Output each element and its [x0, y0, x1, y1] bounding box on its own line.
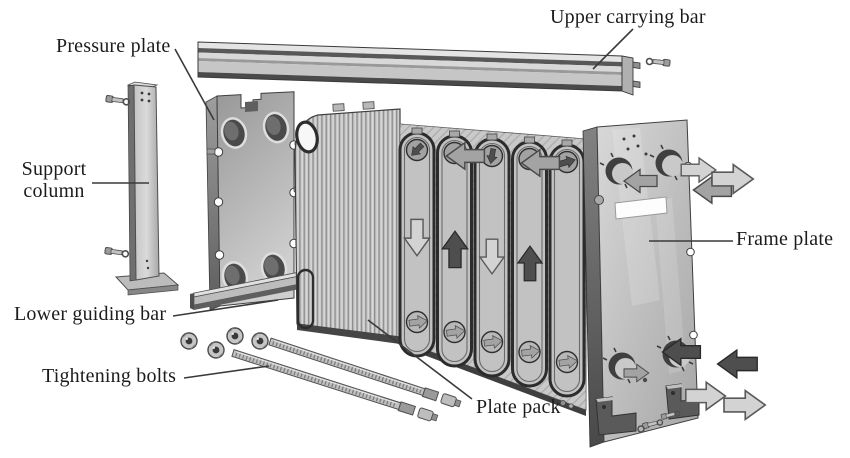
leader-lines [92, 28, 733, 400]
plate-pack-separated-plates [398, 123, 587, 416]
label-plate-pack: Plate pack [476, 396, 561, 418]
plate-pack-leader [367, 319, 473, 400]
tightening-bolt [268, 337, 462, 408]
frame-plate-nameplate [614, 196, 668, 220]
nut [180, 332, 198, 350]
flow-in-arrow [716, 349, 758, 379]
upper-carrying-bar-illustration [197, 41, 672, 96]
plate-pack-illustration [294, 101, 587, 416]
label-pressure-plate: Pressure plate [56, 35, 171, 57]
pressure-plate-leader [174, 48, 215, 121]
carrying-bar-bolt [645, 56, 672, 68]
label-lower-guiding-bar: Lower guiding bar [14, 303, 167, 325]
tightening-bolts-leader [183, 365, 270, 379]
frame-plate-illustration [582, 119, 700, 448]
nut [207, 341, 225, 359]
tightening-bolts-illustration [180, 327, 574, 422]
support-column-bolt-top [104, 94, 131, 107]
label-upper-carrying-bar: Upper carrying bar [550, 6, 706, 28]
label-support-column: Support column [21, 158, 87, 203]
support-column-bolt-bottom [103, 246, 130, 259]
pressure-plate-illustration [205, 91, 305, 311]
label-tightening-bolts: Tightening bolts [42, 365, 177, 387]
tightening-bolt [231, 349, 439, 422]
lower-guiding-bar-leader [172, 299, 279, 317]
nut [226, 327, 244, 345]
support-column-illustration [103, 81, 180, 296]
flow-out-arrow [723, 389, 767, 421]
upper-carrying-bar-leader [592, 28, 634, 70]
frame-plate-pin [594, 195, 604, 205]
label-frame-plate: Frame plate [736, 228, 834, 250]
nut [251, 332, 269, 350]
